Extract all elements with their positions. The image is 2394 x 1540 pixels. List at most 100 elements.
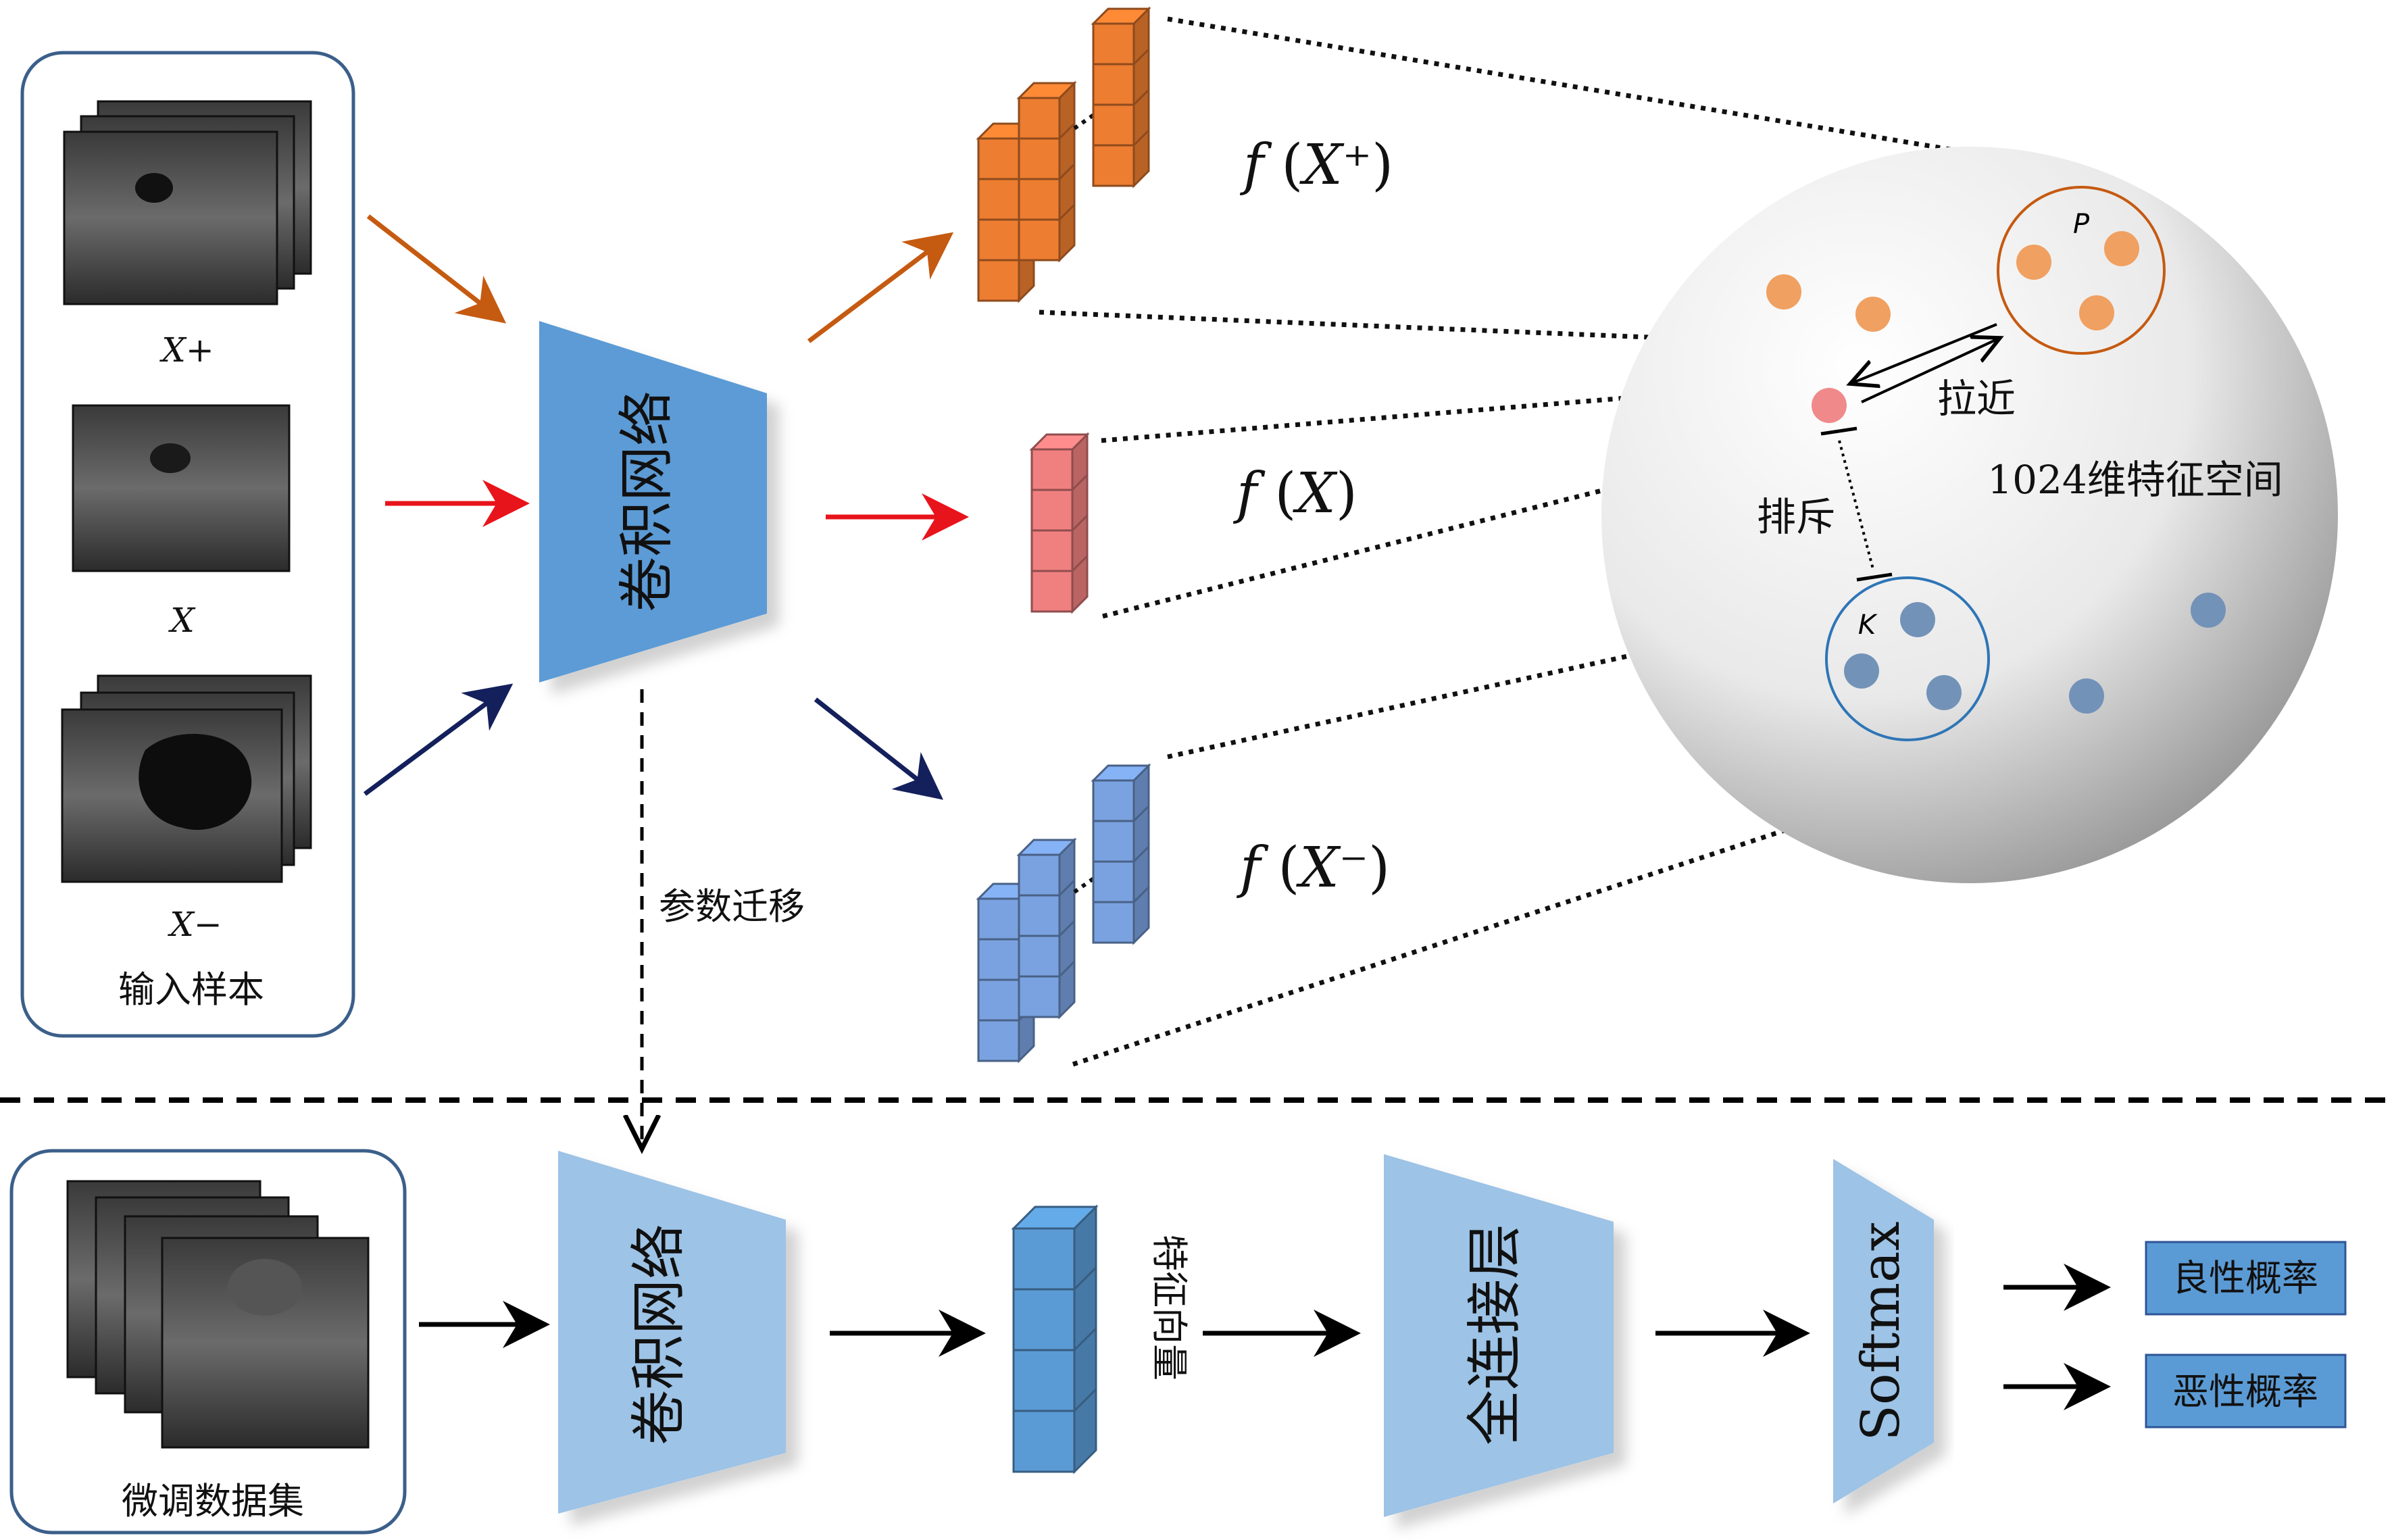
embedding-label-negative: f (X⁻) <box>1236 836 1390 900</box>
negative-point <box>1900 602 1935 637</box>
cube-side <box>1058 959 1076 1020</box>
positive-point <box>1766 274 1801 309</box>
cube-cell <box>1018 853 1061 897</box>
feature-vector-stack <box>1011 1204 1099 1474</box>
feature-space-title: 1024维特征空间 <box>1987 457 2283 503</box>
cube-cell <box>1030 529 1074 572</box>
cube-column <box>1016 80 1077 263</box>
finetune-dataset-panel: 微调数据集 <box>9 1149 407 1535</box>
cube-top <box>1011 1206 1099 1230</box>
cube-side <box>1071 553 1089 614</box>
cube-cell <box>1092 144 1135 187</box>
cube-cell <box>1030 489 1074 532</box>
feature-space: 1024维特征空间 P 拉近 排斥 K <box>1601 147 2338 883</box>
cube-top <box>1016 82 1077 99</box>
negative-point <box>1926 675 1962 710</box>
cube-cell <box>977 218 1020 262</box>
transfer-label: 参数迁移 <box>659 885 805 928</box>
output-malignant-label: 恶性概率 <box>2172 1370 2318 1413</box>
cube-cell <box>1012 1227 1076 1291</box>
embedding-label-positive: f (X⁺) <box>1239 133 1393 197</box>
fully-connected-label: 全连接层 <box>1463 1224 1527 1445</box>
cube-cell <box>977 178 1020 221</box>
pull-arrow-out <box>1861 338 2000 403</box>
feature-vector-label: 特征向量 <box>1148 1235 1191 1381</box>
positive-cluster-label: P <box>2073 209 2090 240</box>
finetune-encoder-label: 卷积网络 <box>627 1224 691 1445</box>
sample-stack-negative <box>61 674 312 883</box>
cube-cell <box>1018 137 1061 180</box>
arrow-positive-output <box>807 232 954 343</box>
fully-connected-block: 全连接层 <box>1384 1154 1614 1517</box>
positive-cluster <box>1997 186 2166 355</box>
sample-label-negative: X− <box>167 905 222 944</box>
cube-cell <box>1018 975 1061 1018</box>
cube-cell <box>977 137 1020 180</box>
sample-label-anchor: X <box>168 601 196 640</box>
embedding-stack-negative <box>976 763 1151 1064</box>
arrow-negative-input <box>363 683 514 796</box>
output-benign-label: 良性概率 <box>2172 1257 2318 1299</box>
input-samples-panel: X+ X X− 输入样本 <box>20 51 355 1038</box>
cube-cell <box>1092 901 1135 944</box>
cube-cell <box>1018 894 1061 937</box>
finetune-dataset-caption: 微调数据集 <box>122 1480 304 1522</box>
cube-cell <box>977 1019 1020 1062</box>
negative-cluster <box>1825 576 1990 741</box>
push-line <box>1838 440 1874 570</box>
arrow-positive-input <box>366 214 507 324</box>
embedding-stack-anchor <box>1029 432 1090 614</box>
push-bar-bottom <box>1856 572 1893 582</box>
ellipsis-dots <box>1073 103 1109 130</box>
sample-image-anchor <box>72 404 291 572</box>
negative-point <box>1844 653 1879 689</box>
softmax-block: Softmax <box>1833 1159 1934 1504</box>
positive-point <box>2104 231 2139 266</box>
cube-column <box>1091 6 1151 189</box>
cube-cell <box>977 938 1020 981</box>
ellipsis-dots <box>1073 866 1109 894</box>
cube-cell <box>977 978 1020 1022</box>
cube-cell <box>1012 1349 1076 1412</box>
input-samples-caption: 输入样本 <box>118 968 264 1011</box>
cube-cell <box>1018 935 1061 978</box>
cube-cell <box>1092 63 1135 106</box>
encoder-block: 卷积网络 <box>539 321 767 682</box>
anchor-point <box>1812 388 1847 423</box>
cube-cell <box>1092 103 1135 147</box>
cube-cell <box>977 259 1020 302</box>
sample-label-positive: X+ <box>159 330 214 370</box>
cube-cell <box>1030 570 1074 613</box>
softmax-label: Softmax <box>1851 1221 1912 1441</box>
cube-cell <box>1092 860 1135 903</box>
cube-cell <box>1018 97 1061 140</box>
cube-top <box>1091 7 1151 25</box>
output-malignant: 恶性概率 <box>2145 1353 2347 1429</box>
cube-cell <box>1012 1288 1076 1351</box>
cube-cell <box>1092 820 1135 863</box>
cube-cell <box>1012 1410 1076 1473</box>
negative-point <box>2191 593 2226 628</box>
cube-side <box>1132 128 1150 189</box>
cube-cell <box>1030 448 1074 491</box>
embedding-label-anchor: f (X) <box>1232 462 1357 526</box>
push-label: 排斥 <box>1757 494 1835 540</box>
cube-column <box>1029 432 1090 614</box>
cube-cell <box>1018 178 1061 221</box>
positive-point <box>2016 245 2051 280</box>
negative-cluster-label: K <box>1858 610 1878 641</box>
cube-column <box>1011 1204 1099 1474</box>
sample-stack-positive <box>63 100 312 305</box>
arrow-negative-output <box>814 697 944 800</box>
finetune-encoder-block: 卷积网络 <box>558 1151 786 1514</box>
cube-column <box>1016 837 1077 1020</box>
cube-cell <box>977 897 1020 941</box>
cube-top <box>1016 839 1077 856</box>
push-bar-top <box>1820 426 1857 436</box>
pull-label: 拉近 <box>1937 376 2016 422</box>
cube-cell <box>1018 218 1061 262</box>
cube-cell <box>1092 22 1135 66</box>
cube-cell <box>1092 779 1135 822</box>
output-benign: 良性概率 <box>2145 1241 2347 1316</box>
pull-arrow-in <box>1850 323 1997 384</box>
